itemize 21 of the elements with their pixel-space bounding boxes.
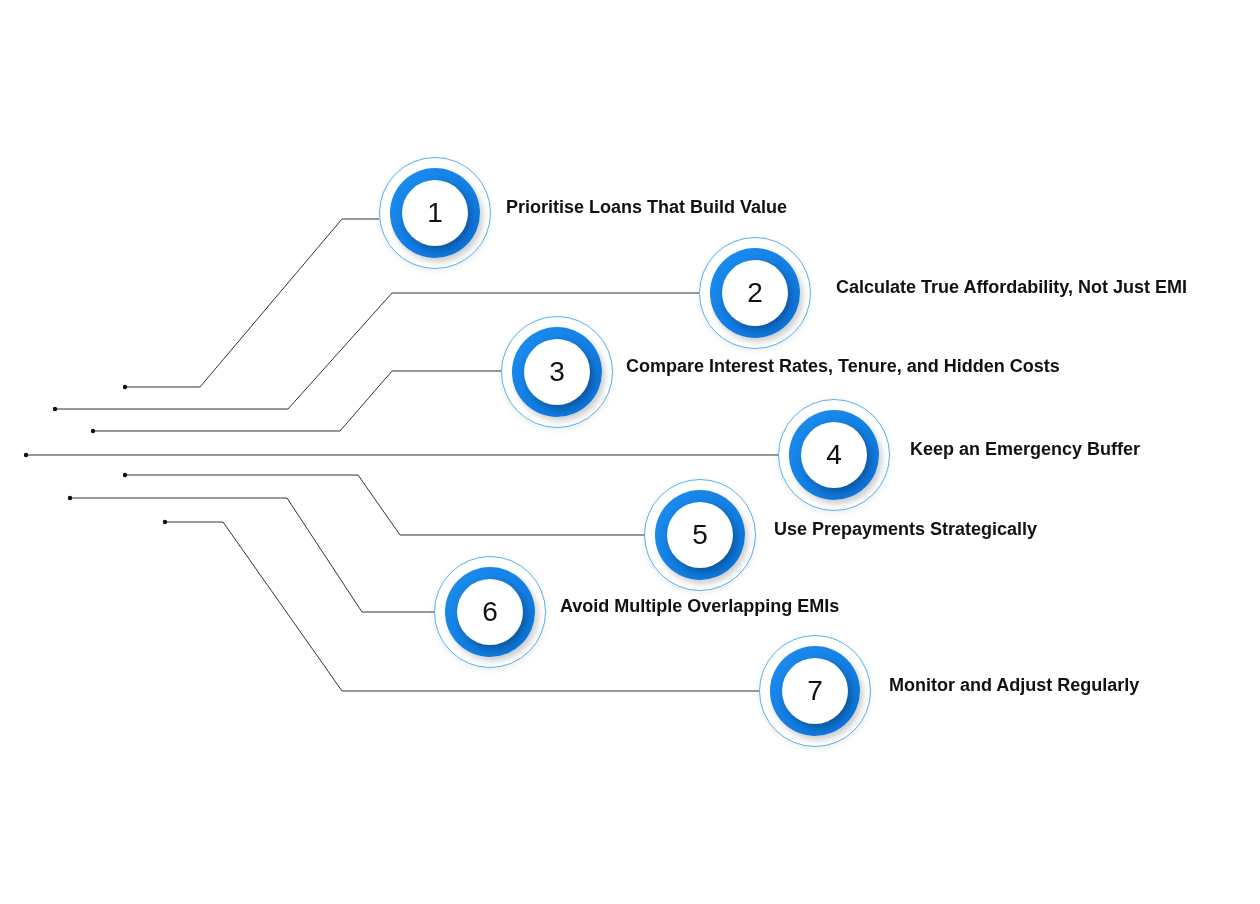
connector-line (67, 495, 435, 613)
step-label: Compare Interest Rates, Tenure, and Hidden Costs (626, 354, 1060, 378)
connector-line (90, 370, 502, 434)
connector-line (52, 292, 700, 412)
step-number: 2 (747, 276, 763, 310)
step-label: Keep an Emergency Buffer (910, 437, 1141, 461)
step-number: 7 (807, 674, 823, 708)
step-label: Avoid Multiple Overlapping EMIs (560, 594, 840, 618)
step-label: Monitor and Adjust Regularly (889, 673, 1140, 697)
connector-line (23, 452, 779, 458)
connector-line (122, 218, 380, 390)
connector-line (162, 519, 760, 692)
step-number: 3 (549, 355, 565, 389)
step-number: 1 (427, 196, 443, 230)
step-label: Use Prepayments Strategically (774, 517, 1038, 541)
step-number: 4 (826, 438, 842, 472)
step-number: 5 (692, 518, 708, 552)
step-label: Calculate True Affordability, Not Just EMI (836, 275, 1188, 299)
step-label: Prioritise Loans That Build Value (506, 195, 788, 219)
step-number: 6 (482, 595, 498, 629)
connector-line (122, 472, 645, 536)
